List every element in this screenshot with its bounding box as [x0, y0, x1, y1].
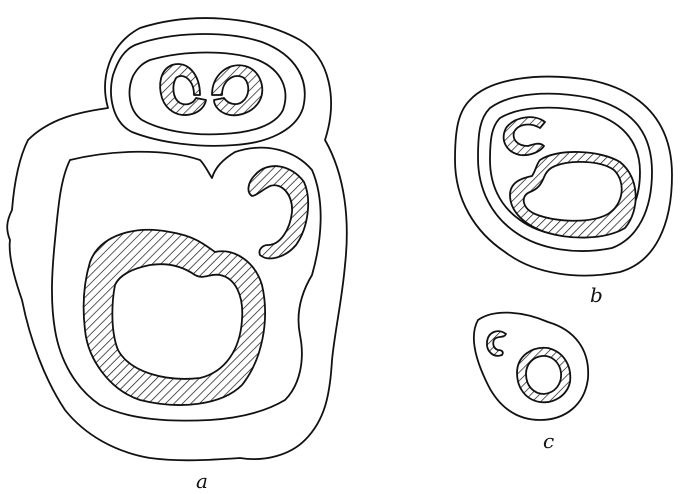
panel-b-small-ring: [504, 117, 545, 155]
panel-c-label: c: [543, 429, 554, 453]
panel-b: [455, 77, 672, 276]
panel-a-upper-lobe-outline: [111, 34, 305, 146]
panel-a-label: a: [196, 469, 208, 493]
panel-a-upper-left-ring: [160, 64, 206, 115]
panel-a-main-ring: [84, 230, 265, 405]
panel-c-round-ring: [517, 348, 570, 403]
panel-a-side-ring: [248, 166, 308, 258]
panel-a-upper-right-ring: [212, 65, 262, 115]
panel-b-label: b: [590, 283, 603, 307]
panel-c: [474, 313, 588, 420]
panel-c-outer-outline: [474, 313, 588, 420]
panel-c-small-ring: [487, 331, 506, 356]
panel-a: [7, 18, 347, 460]
panel-b-large-ring: [510, 152, 636, 238]
